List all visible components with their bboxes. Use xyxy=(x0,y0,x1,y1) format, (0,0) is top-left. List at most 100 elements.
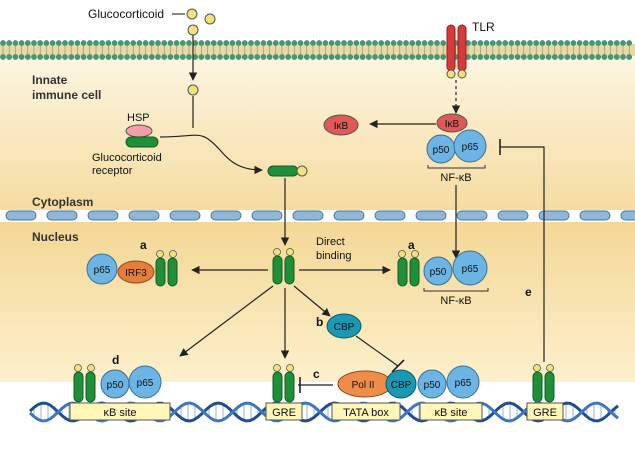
lipid-head xyxy=(552,40,558,46)
p65-d-icon xyxy=(128,365,162,399)
lipid-head xyxy=(341,54,347,60)
lipid-head xyxy=(130,54,136,60)
lipid-head xyxy=(167,54,174,60)
lipid-head xyxy=(384,54,391,60)
lipid-head xyxy=(130,40,136,46)
gr-dimer-gre xyxy=(272,364,295,403)
lipid-head xyxy=(328,54,335,60)
tata-box-label: TATA box xyxy=(343,407,389,419)
lipid-head xyxy=(186,40,192,46)
lipid-head xyxy=(260,40,267,46)
lipid-head xyxy=(105,54,112,60)
lipid-head xyxy=(471,40,478,46)
ligand-icon xyxy=(204,13,216,25)
nuclear-pore-segment xyxy=(415,210,447,221)
lipid-head xyxy=(533,54,540,60)
lipid-head xyxy=(421,40,428,46)
lipid-head xyxy=(235,54,242,60)
tlr-icon xyxy=(457,24,467,72)
lipid-head xyxy=(43,40,50,46)
lipid-head xyxy=(365,40,372,46)
lipid-head xyxy=(390,54,397,60)
nfkb-nuc-bracket xyxy=(423,288,489,292)
lipid-head xyxy=(179,54,186,60)
lipid-head xyxy=(527,40,533,46)
lipid-head xyxy=(496,54,502,60)
p65-irf3-label: p65 xyxy=(94,265,111,276)
nfkb-nuc-label: NF-κB xyxy=(440,295,471,307)
activation-arrow xyxy=(159,134,263,175)
lipid-head xyxy=(291,54,298,60)
lipid-head xyxy=(161,40,167,46)
lipid-head xyxy=(99,40,105,46)
lipid-head xyxy=(595,54,602,60)
lipid-head xyxy=(427,54,434,60)
gr-dimer-right xyxy=(397,250,420,287)
lipid-head xyxy=(589,40,595,46)
lipid-head xyxy=(626,40,633,46)
lipid-head xyxy=(18,40,25,46)
lipid-head xyxy=(155,54,161,60)
gr-dimer-d xyxy=(73,364,96,403)
lipid-head xyxy=(204,40,211,46)
lipid-head xyxy=(80,40,87,46)
lipid-head xyxy=(272,54,279,60)
lipid-head xyxy=(68,54,74,60)
lipid-head xyxy=(167,40,174,46)
lipid-head xyxy=(614,54,620,60)
nuclear-envelope xyxy=(5,210,635,221)
gre-mid-label: GRE xyxy=(272,407,296,419)
lipid-head xyxy=(477,54,484,60)
glucocorticoid-label: Glucocorticoid xyxy=(88,7,164,21)
nuclear-pore-segment xyxy=(87,210,119,221)
nuclear-pore-segment xyxy=(128,210,160,221)
lipid-head xyxy=(614,40,620,46)
lipid-head xyxy=(502,40,509,46)
lipid-head xyxy=(0,40,6,46)
lipid-head xyxy=(210,54,217,60)
p65-cyto-icon xyxy=(453,129,487,163)
cbp-bound-icon xyxy=(385,369,417,399)
irf3-label: IRF3 xyxy=(125,268,147,279)
lipid-head xyxy=(303,54,310,60)
gre-right-box xyxy=(526,402,564,421)
cbp-free-label: CBP xyxy=(334,322,355,333)
lipid-head xyxy=(396,40,403,46)
lipid-head xyxy=(415,54,422,60)
lipid-head xyxy=(471,54,478,60)
nuclear-pore-segment xyxy=(497,210,529,221)
lipid-head xyxy=(489,54,496,60)
lipid-head xyxy=(483,54,490,60)
tata-box xyxy=(331,402,401,421)
lipid-head xyxy=(483,40,490,46)
lipid-head xyxy=(254,40,261,46)
lipid-head xyxy=(533,40,540,46)
lipid-head xyxy=(372,54,378,60)
lipid-head xyxy=(235,40,242,46)
cbp-inhibition-bar xyxy=(391,359,405,373)
p50-tata-label: p50 xyxy=(424,380,441,391)
lipid-head xyxy=(68,40,74,46)
lipid-head xyxy=(390,40,397,46)
nuclear-pore-segment xyxy=(620,210,635,221)
lipid-head xyxy=(502,54,509,60)
lipid-head xyxy=(198,54,205,60)
lipid-head xyxy=(297,54,304,60)
lipid-head xyxy=(56,40,62,46)
label-b: b xyxy=(316,315,323,329)
lipid-head xyxy=(291,40,298,46)
gre-mid-box xyxy=(265,402,303,421)
lipid-head xyxy=(223,54,229,60)
lipid-head xyxy=(583,54,589,60)
lipid-head xyxy=(496,40,502,46)
nuclear-pore-segment xyxy=(210,210,242,221)
kb-site-right-label: κB site xyxy=(434,407,467,419)
lipid-head xyxy=(217,54,223,60)
lipid-head xyxy=(434,40,440,46)
lipid-head xyxy=(322,54,329,60)
lipid-head xyxy=(372,40,378,46)
lipid-head xyxy=(353,40,360,46)
kb-site-left-label: κB site xyxy=(103,407,136,419)
lipid-head xyxy=(403,40,409,46)
lipid-head xyxy=(403,54,409,60)
